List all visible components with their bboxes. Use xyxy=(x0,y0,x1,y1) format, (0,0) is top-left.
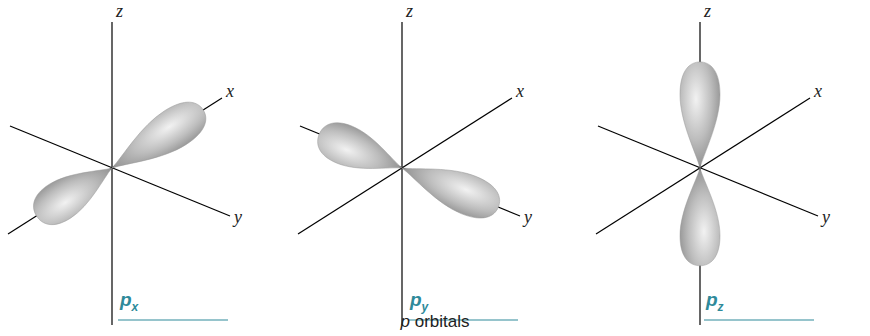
axis-label: z xyxy=(116,2,123,22)
axis-label: x xyxy=(516,82,524,102)
axes-px xyxy=(8,22,230,325)
axis-label: y xyxy=(524,208,532,228)
axis-label: y xyxy=(234,208,242,228)
axes-py xyxy=(298,22,520,325)
label-rule xyxy=(118,319,228,320)
orbital-lobe xyxy=(101,93,214,185)
x-axis xyxy=(298,98,512,234)
orbital-name: px xyxy=(120,290,138,311)
orbital-lobe xyxy=(680,168,720,266)
axis-label: z xyxy=(704,2,711,22)
orbital-name: pz xyxy=(706,290,724,311)
orbital-lobe xyxy=(26,151,123,233)
label-rule xyxy=(704,319,814,320)
orbital-lobe xyxy=(312,116,410,187)
axis-label: x xyxy=(226,82,234,102)
orbital-lobe xyxy=(680,62,720,168)
orbital-name: py xyxy=(410,290,428,311)
caption: p orbitals xyxy=(0,313,870,332)
axis-label: z xyxy=(406,2,413,22)
orbital-lobe xyxy=(394,149,505,225)
axis-label: y xyxy=(822,208,830,228)
axis-label: x xyxy=(814,82,822,102)
z-axis xyxy=(401,22,402,325)
z-axis xyxy=(111,22,112,325)
axes-pz xyxy=(596,22,818,325)
